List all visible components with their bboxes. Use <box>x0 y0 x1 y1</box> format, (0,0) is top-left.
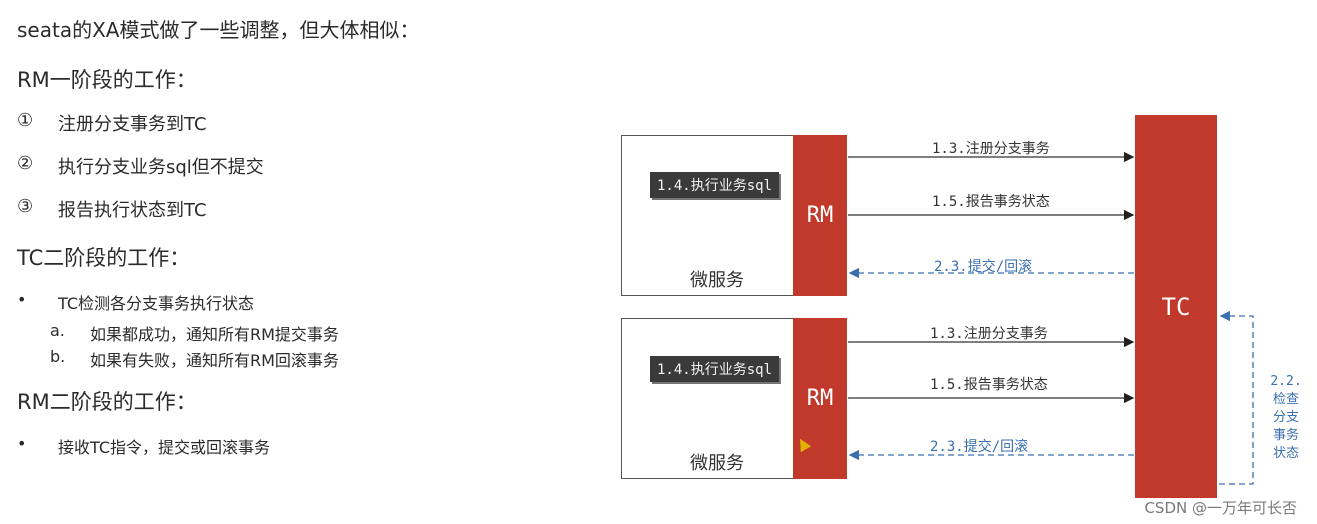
list-marker: ② <box>17 153 34 174</box>
tc-phase2-heading: TC二阶段的工作： <box>17 246 191 270</box>
sub-item: 如果都成功，通知所有RM提交事务 <box>90 325 339 344</box>
arrow-label: 1.5.报告事务状态 <box>930 377 1048 393</box>
arrow-label: 1.3.注册分支事务 <box>932 141 1050 157</box>
arrow-label: 1.5.报告事务状态 <box>932 194 1050 210</box>
rm-bar: RM <box>793 135 847 296</box>
list-marker: ③ <box>17 196 34 217</box>
rm-bar: RM <box>793 318 847 479</box>
intro-text: seata的XA模式做了一些调整，但大体相似： <box>17 18 420 42</box>
check-line: 事务 <box>1272 428 1299 443</box>
check-line: 2.2. <box>1270 374 1302 389</box>
tc-bar: TC <box>1135 115 1217 498</box>
microservice-label: 微服务 <box>690 270 744 291</box>
list-item: 报告执行状态到TC <box>58 200 207 221</box>
list-item: 注册分支事务到TC <box>58 114 207 135</box>
list-item: TC检测各分支事务执行状态 <box>58 294 255 313</box>
bullet-dot: • <box>17 434 27 453</box>
sub-marker: a. <box>50 321 65 340</box>
list-item: 接收TC指令，提交或回滚事务 <box>58 438 271 457</box>
microservice-box <box>621 135 795 296</box>
watermark: CSDN @一万年可长否 <box>1144 499 1297 517</box>
bullet-dot: • <box>17 290 27 309</box>
sub-marker: b. <box>50 347 66 366</box>
arrow-label: 2.3.提交/回滚 <box>934 259 1033 275</box>
rm-phase1-heading: RM一阶段的工作： <box>17 68 197 92</box>
arrow-check-loop <box>1219 310 1254 485</box>
arrow-label: 1.3.注册分支事务 <box>930 326 1048 342</box>
check-status-label: 2.2. 检查 分支 事务 状态 <box>1266 373 1306 463</box>
arrow-label: 2.3.提交/回滚 <box>930 439 1029 455</box>
check-line: 状态 <box>1272 446 1299 461</box>
list-item: 执行分支业务sql但不提交 <box>58 157 264 178</box>
check-line: 检查 <box>1272 392 1299 407</box>
sql-tag: 1.4.执行业务sql <box>650 356 780 382</box>
rm-phase2-heading: RM二阶段的工作： <box>17 390 197 414</box>
microservice-box <box>621 318 795 479</box>
list-marker: ① <box>17 110 34 131</box>
microservice-label: 微服务 <box>690 453 744 474</box>
sql-tag: 1.4.执行业务sql <box>650 172 780 198</box>
sub-item: 如果有失败，通知所有RM回滚事务 <box>90 351 339 370</box>
check-line: 分支 <box>1272 410 1299 425</box>
